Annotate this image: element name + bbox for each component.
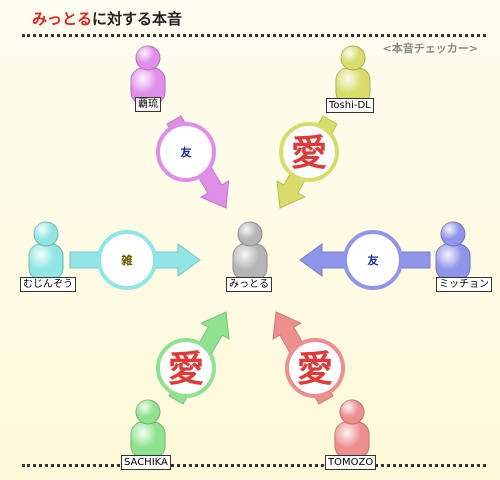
person-haru[interactable] <box>130 45 166 105</box>
person-label-toshi[interactable]: Toshi-DL <box>326 98 374 113</box>
top-divider <box>22 34 486 37</box>
badge-haru: 友 <box>156 122 216 182</box>
bottom-divider <box>22 464 486 467</box>
person-label-mitchon[interactable]: ミッチョン <box>436 277 492 292</box>
center-person[interactable] <box>232 221 268 281</box>
badge-text-tomozo: 愛 <box>297 349 333 390</box>
person-sachika[interactable] <box>130 399 166 459</box>
subject-name: みっとる <box>32 10 93 28</box>
badge-text-sachika: 愛 <box>168 349 204 390</box>
person-label-mujin[interactable]: むじんぞう <box>20 277 76 292</box>
badge-text-mujin: 雑 <box>121 253 133 267</box>
person-label-haru[interactable]: 覇琉 <box>135 97 161 112</box>
center-person-label[interactable]: みっとる <box>226 277 272 292</box>
person-label-sachika[interactable]: SACHIKA <box>121 455 171 470</box>
badge-text-toshi: 愛 <box>291 133 327 174</box>
badge-text-haru: 友 <box>181 145 192 159</box>
badge-text-mitchon: 友 <box>368 253 379 267</box>
person-mujin[interactable] <box>28 221 64 281</box>
person-tomozo[interactable] <box>334 399 370 459</box>
title-suffix: に対する本音 <box>92 10 183 28</box>
person-label-tomozo[interactable]: TOMOZO <box>325 455 377 470</box>
person-mitchon[interactable] <box>435 221 471 281</box>
badge-toshi: 愛 <box>279 122 339 182</box>
page-title: みっとるに対する本音 <box>32 8 182 29</box>
badge-tomozo: 愛 <box>285 338 345 398</box>
badge-mitchon: 友 <box>343 230 403 290</box>
badge-mujin: 雑 <box>97 230 157 290</box>
badge-sachika: 愛 <box>156 338 216 398</box>
person-toshi[interactable] <box>335 45 371 105</box>
checker-caption: <本音チェッカー> <box>382 42 478 55</box>
